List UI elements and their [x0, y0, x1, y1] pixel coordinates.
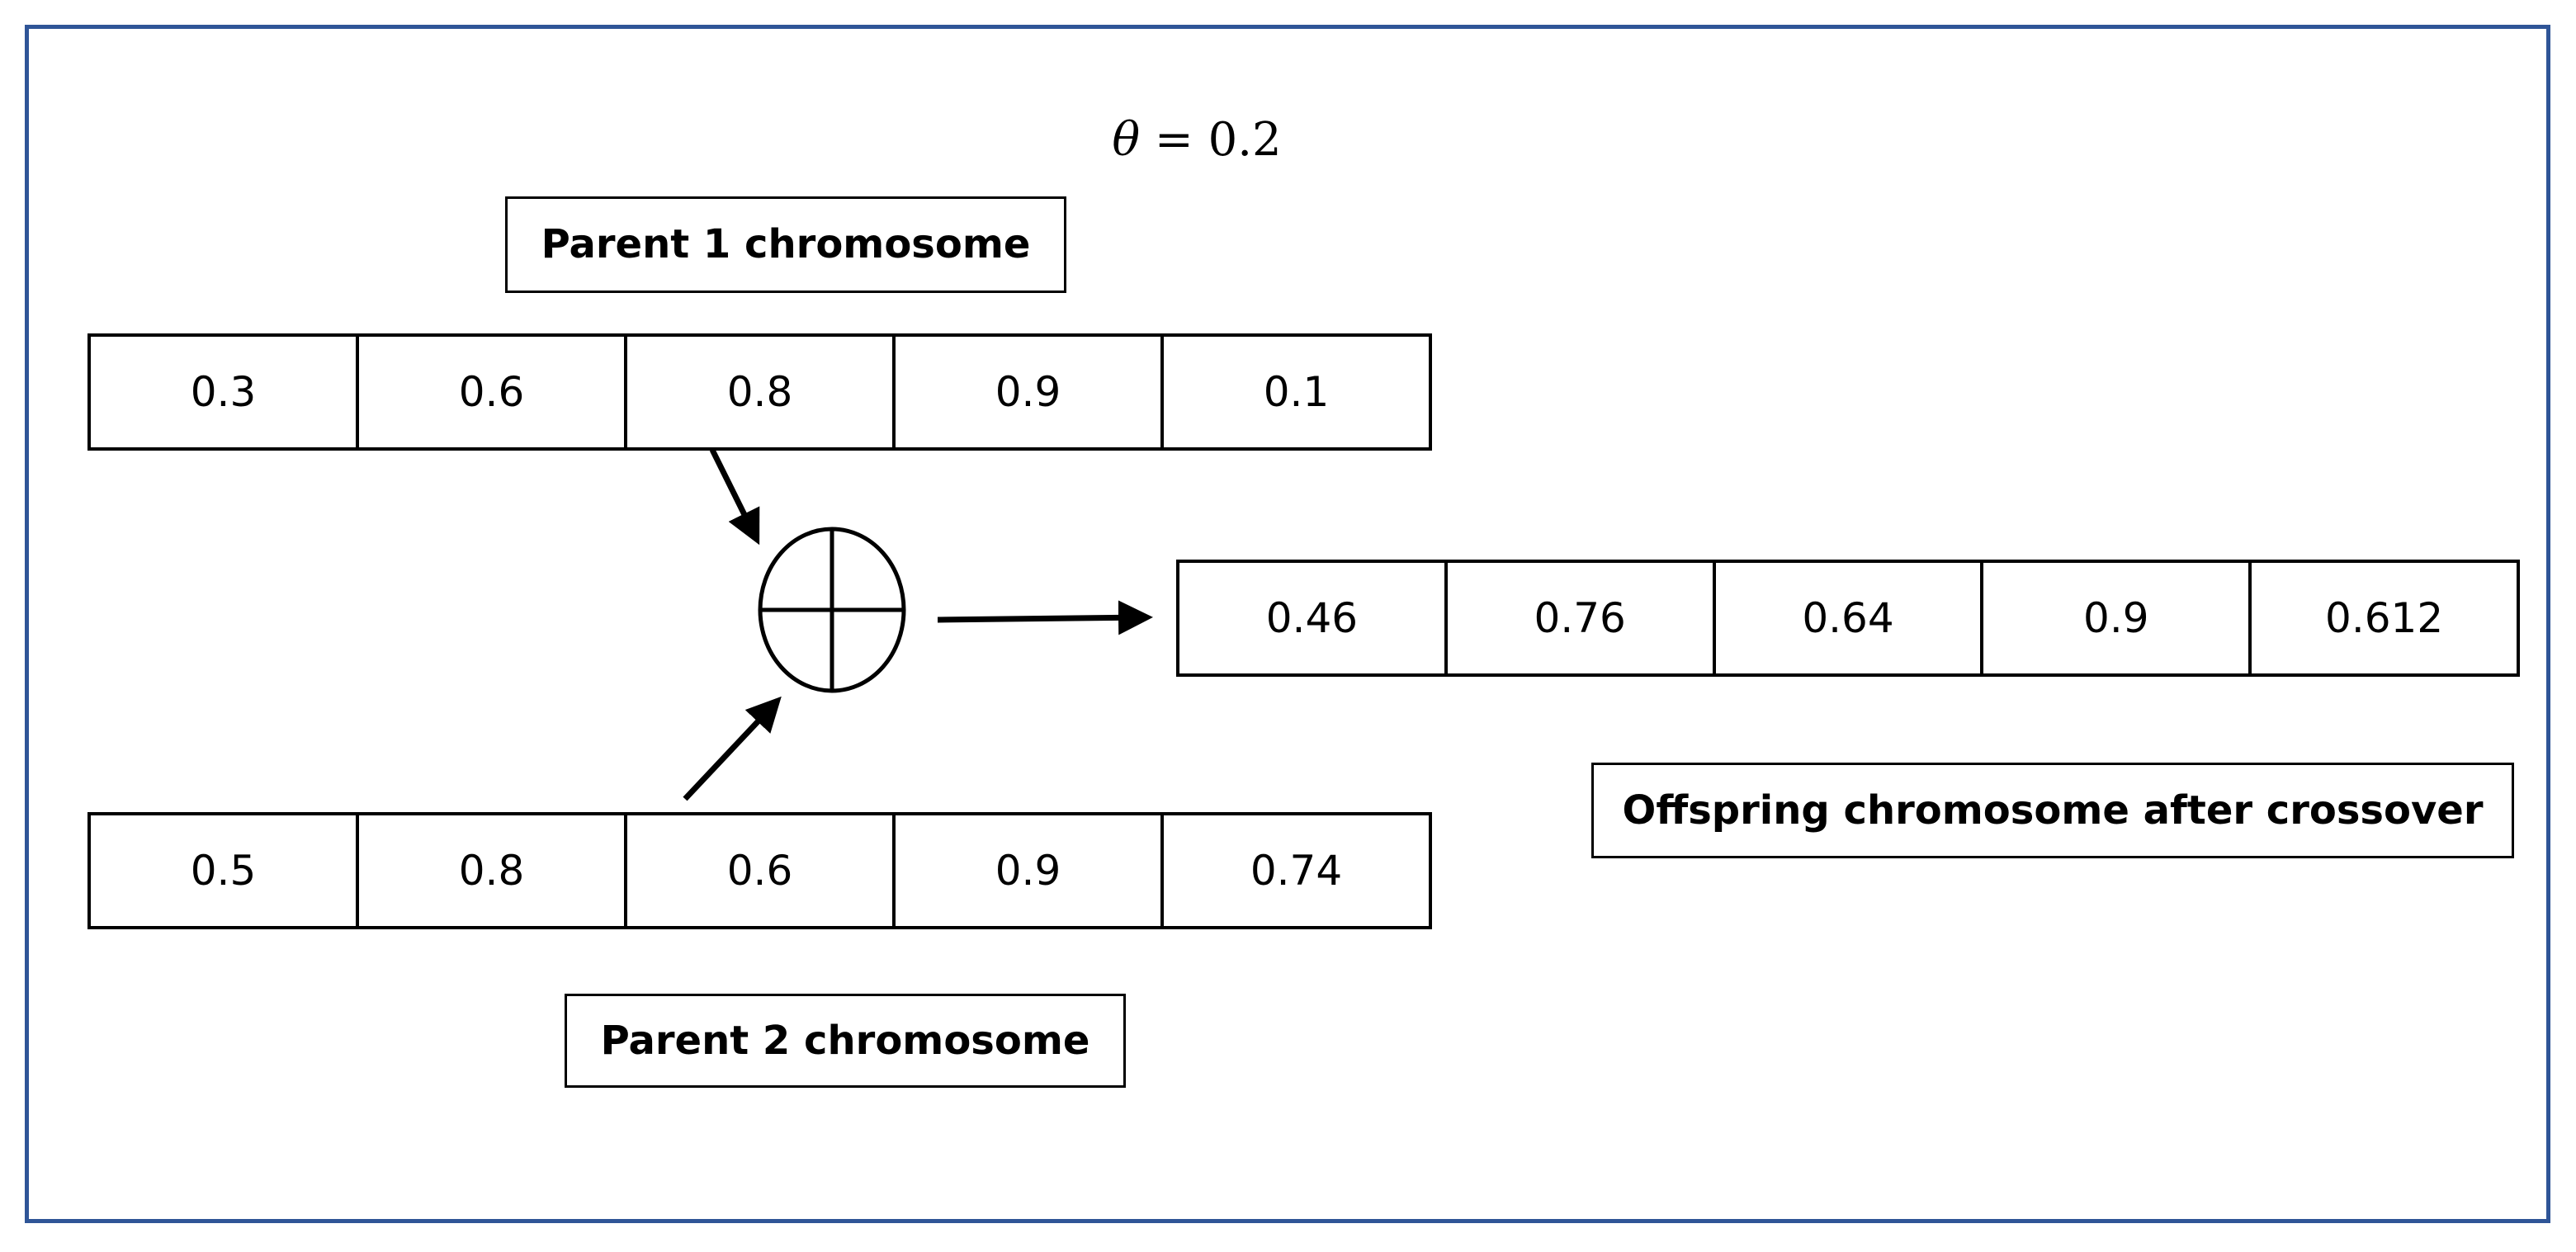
parent1-gene: 0.8	[627, 337, 896, 447]
parent2-gene: 0.5	[91, 815, 359, 926]
theta-value: = 0.2	[1140, 113, 1282, 167]
diagram-frame	[25, 25, 2550, 1223]
parent2-to-operator-arrow	[683, 696, 782, 801]
parent1-gene: 0.3	[91, 337, 359, 447]
offspring-label: Offspring chromosome after crossover	[1591, 763, 2514, 858]
parent1-gene: 0.1	[1263, 368, 1330, 416]
operator-to-offspring-arrow	[937, 600, 1153, 635]
circled-plus-icon	[758, 527, 906, 693]
offspring-chromosome: 0.46 0.76 0.64 0.9 0.612	[1176, 560, 2520, 677]
parent1-to-operator-arrow	[709, 448, 760, 546]
parent1-gene: 0.6	[359, 337, 627, 447]
offspring-gene: 0.76	[1448, 563, 1716, 673]
theta-symbol: θ	[1112, 113, 1141, 167]
parent2-gene: 0.8	[359, 815, 627, 926]
offspring-gene: 0.612	[2325, 594, 2444, 642]
offspring-gene: 0.46	[1179, 563, 1448, 673]
offspring-gene: 0.9	[1983, 563, 2252, 673]
theta-equation: θ = 0.2	[1073, 107, 1321, 173]
parent1-label: Parent 1 chromosome	[505, 196, 1066, 293]
parent2-gene: 0.6	[627, 815, 896, 926]
parent1-gene: 0.9	[896, 337, 1164, 447]
parent2-chromosome: 0.5 0.8 0.6 0.9 0.74	[87, 812, 1432, 929]
parent2-gene: 0.9	[896, 815, 1164, 926]
parent2-label: Parent 2 chromosome	[565, 994, 1126, 1088]
parent1-chromosome: 0.3 0.6 0.8 0.9 0.1	[87, 333, 1432, 451]
parent2-gene: 0.74	[1250, 847, 1343, 895]
offspring-gene: 0.64	[1716, 563, 1984, 673]
